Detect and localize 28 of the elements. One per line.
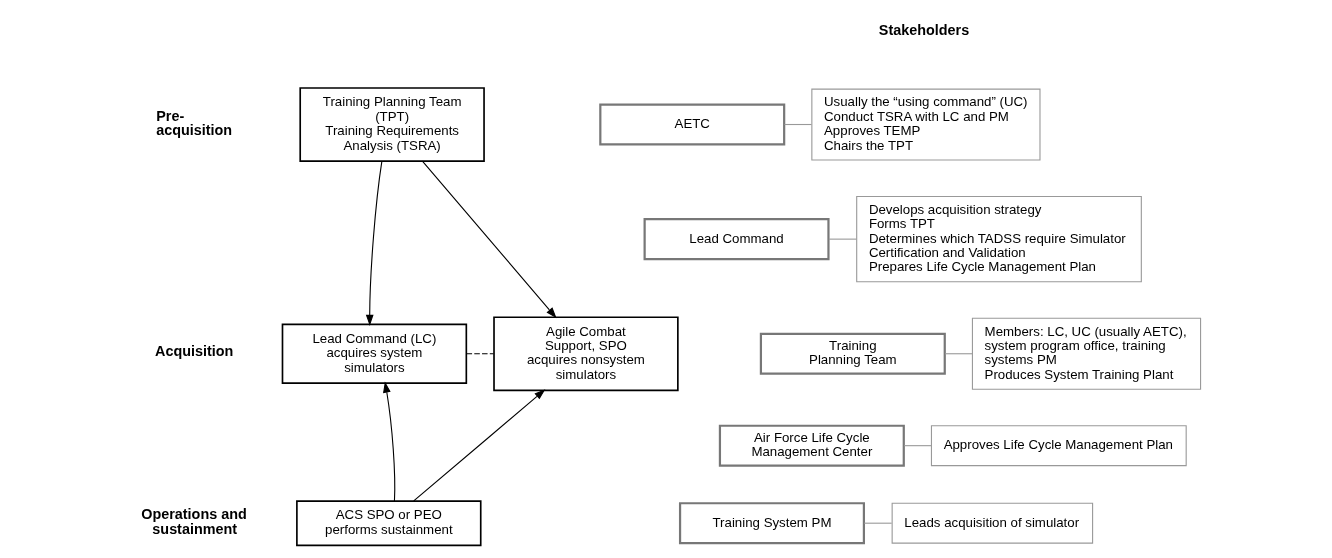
- node-box: Training Planning Team: [759, 332, 946, 375]
- label: Stakeholders: [878, 22, 969, 39]
- node-box: Approves Life Cycle Management Plan: [930, 425, 1187, 467]
- connector: [465, 353, 494, 355]
- connector: [827, 238, 857, 240]
- arrow: [365, 160, 382, 326]
- label: Acquisition: [154, 343, 233, 360]
- label: Pre-acquisition: [155, 107, 232, 138]
- arrow: [412, 389, 545, 502]
- node-box: Training Planning Team (TPT) Training Requirements Analysis (TSRA): [298, 87, 485, 162]
- connector: [943, 353, 973, 355]
- node-box: AETC: [598, 103, 785, 146]
- node-box: Usually the “using command” (UC) Conduct TSRA with LC and PM Approves TEMP Chairs the TPT: [810, 88, 1041, 161]
- node-box: Training System PM: [678, 502, 865, 545]
- node-box: Leads acquisition of simulator: [891, 502, 1093, 544]
- label: Operations and sustainment: [140, 506, 247, 537]
- node-box: Agile Combat Support, SPO acquires nonsystem simulators: [492, 316, 679, 392]
- node-box: Air Force Life Cycle Management Center: [718, 424, 905, 467]
- connector: [863, 522, 892, 524]
- connector: [783, 123, 812, 126]
- node-box: Lead Command: [643, 218, 830, 261]
- node-box: Lead Command (LC) acquires system simulators: [281, 323, 467, 384]
- node-box: Members: LC, UC (usually AETC), system program office, training systems PM Produces System Training Plant: [971, 317, 1201, 390]
- connector: [902, 445, 932, 447]
- arrow: [382, 381, 395, 502]
- node-box: ACS SPO or PEO performs sustainment: [295, 500, 482, 547]
- arrow: [421, 160, 557, 319]
- node-box: Develops acquisition strategy Forms TPT Determines which TADSS require Simulator Certification and Validation Prepares Life Cycle Management Plan: [855, 195, 1142, 283]
